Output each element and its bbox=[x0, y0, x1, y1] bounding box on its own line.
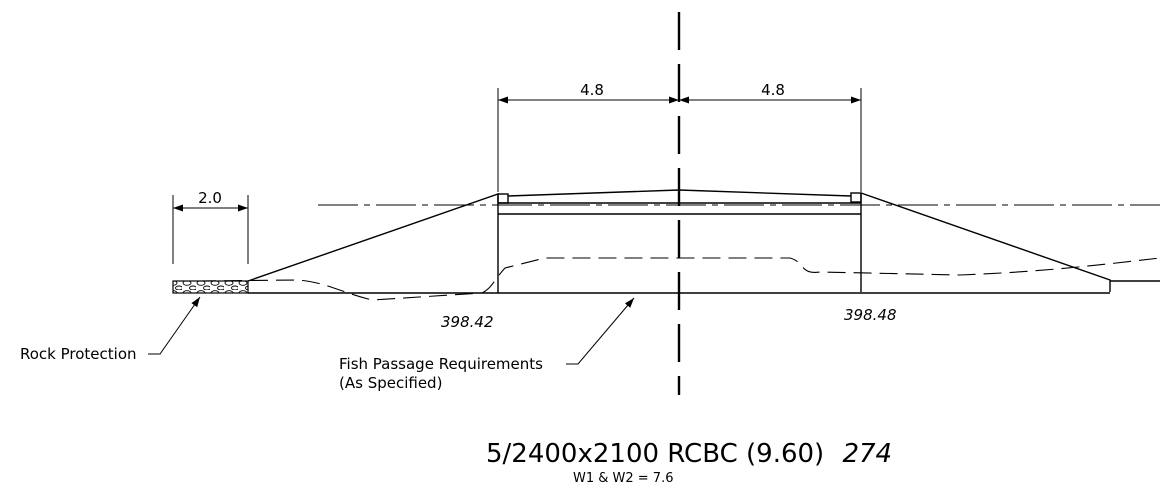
dimension-rock-label: 2.0 bbox=[198, 189, 222, 207]
fish-passage-label-line1: Fish Passage Requirements bbox=[339, 355, 543, 373]
fish-passage-callout: Fish Passage Requirements (As Specified) bbox=[339, 297, 635, 392]
rock-protection-block bbox=[172, 280, 249, 294]
fish-passage-label-line2: (As Specified) bbox=[339, 374, 442, 392]
culvert-subtitle: W1 & W2 = 7.6 bbox=[573, 471, 673, 486]
rock-protection-label: Rock Protection bbox=[20, 345, 137, 363]
dimension-right-label: 4.8 bbox=[761, 81, 785, 99]
elevation-right: 398.48 bbox=[844, 306, 897, 324]
existing-ground-profile bbox=[197, 257, 1160, 301]
dimension-left-span: 4.8 bbox=[497, 81, 679, 192]
culvert-title: 5/2400x2100 RCBC (9.60) 274 bbox=[486, 439, 892, 469]
dimension-left-label: 4.8 bbox=[580, 81, 604, 99]
culvert-title-main: 5/2400x2100 RCBC (9.60) bbox=[486, 439, 824, 469]
culvert-title-length: 274 bbox=[842, 439, 892, 469]
dimension-right-span: 4.8 bbox=[679, 81, 862, 192]
rock-protection-callout: Rock Protection bbox=[20, 296, 201, 363]
dimension-rock-width: 2.0 bbox=[172, 189, 249, 264]
elevation-left: 398.42 bbox=[441, 313, 494, 331]
culvert-structure bbox=[247, 189, 1160, 294]
